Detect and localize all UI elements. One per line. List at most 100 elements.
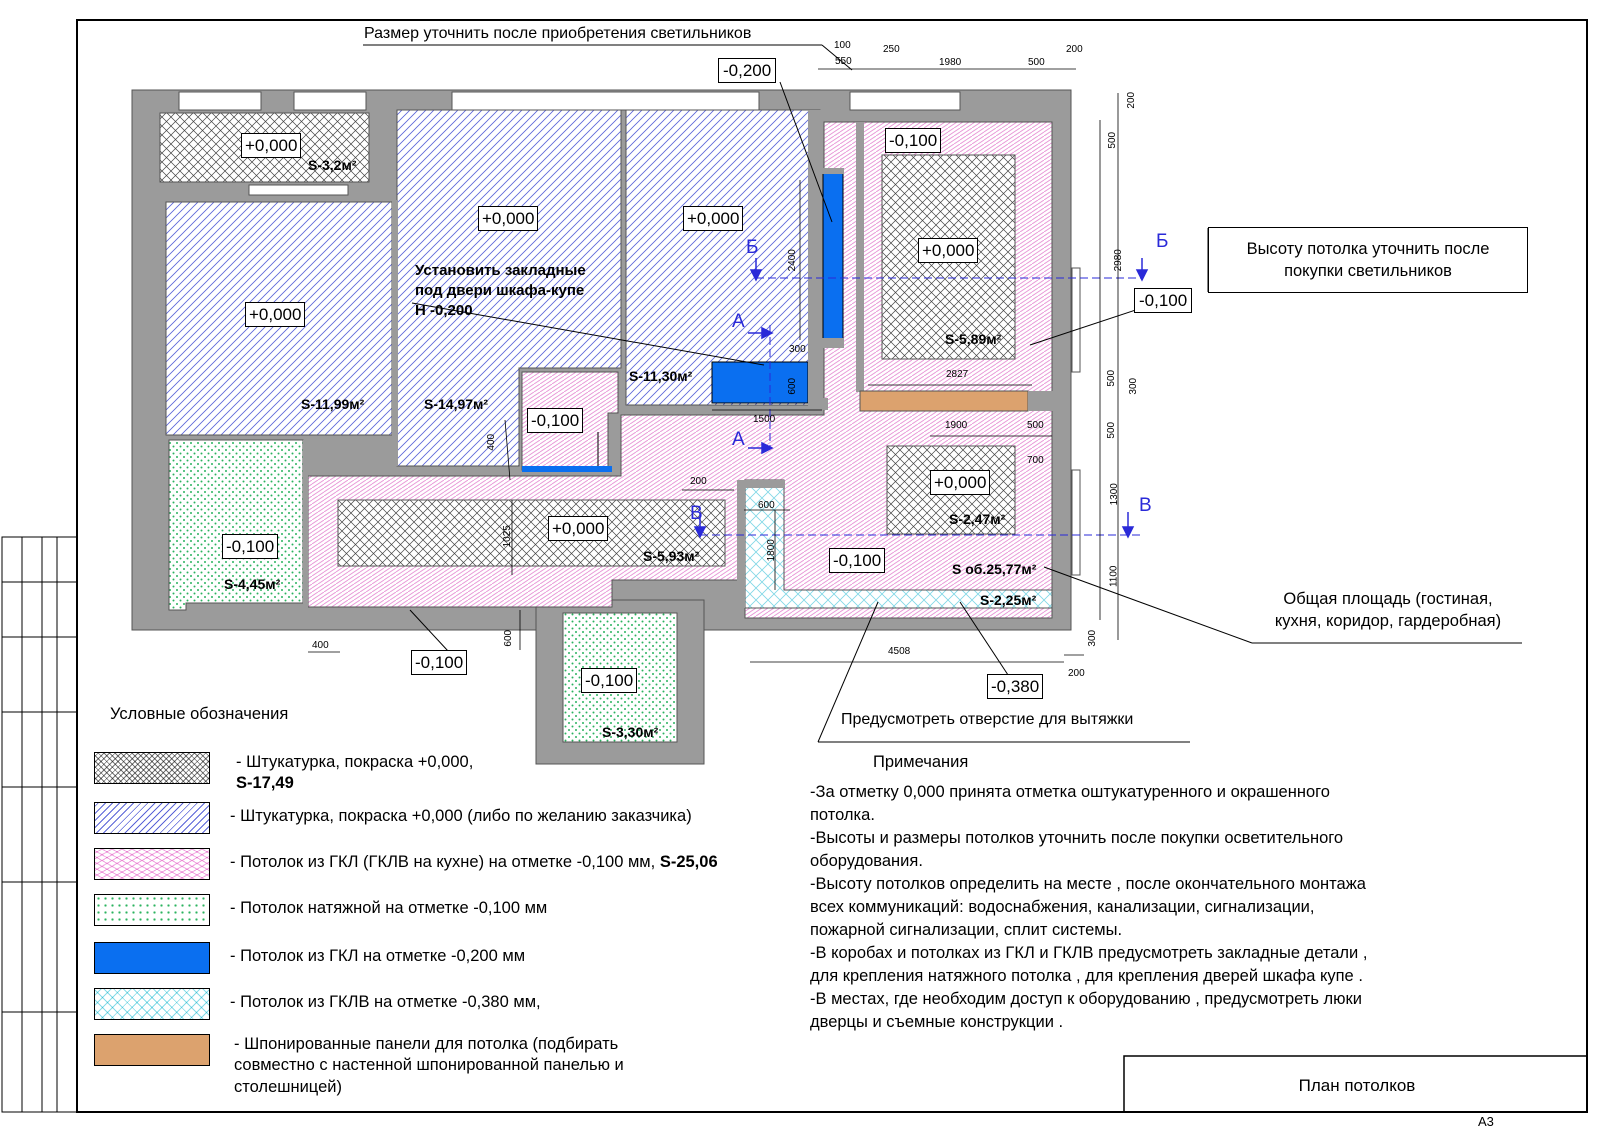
legend-swatch-blue	[94, 942, 210, 974]
dim: 200	[690, 476, 707, 487]
dim: 1900	[945, 420, 968, 431]
level-m100b: -0,100	[527, 408, 584, 434]
dim: 1800	[765, 539, 777, 562]
dim: 500	[1028, 57, 1045, 68]
level-m100f: -0,100	[411, 650, 468, 676]
notes-line: -В коробах и потолках из ГКЛ и ГКЛВ пред…	[810, 944, 1368, 962]
legend-swatch-diag	[94, 802, 210, 834]
area-330: S-3,30м²	[602, 724, 659, 740]
note-total-area: Общая площадь (гостиная, кухня, коридор,…	[1274, 590, 1502, 631]
dim: 500	[1107, 131, 1119, 149]
legend-swatch-gkl	[94, 848, 210, 880]
room-living-corridor	[307, 121, 1053, 619]
level-m100e: -0,100	[222, 534, 279, 560]
zone-ceiling-corridor	[337, 499, 726, 567]
legend-title: Условные обозначения	[110, 705, 289, 723]
notes-title: Примечания	[873, 753, 969, 771]
dim: 2400	[786, 249, 798, 272]
area-1130: S-11,30м²	[629, 368, 693, 384]
section-b-left: Б	[746, 237, 759, 258]
notes-line: оборудования.	[810, 852, 923, 870]
section-v-right: В	[1139, 495, 1152, 516]
area-445: S-4,45м²	[224, 576, 281, 592]
veneer-panel	[859, 390, 1029, 412]
section-a-bottom: А	[732, 429, 745, 450]
level-l1: +0,000	[241, 133, 302, 159]
area-247: S-2,47м²	[949, 511, 1006, 527]
side-stamp	[1, 536, 78, 1113]
legend-swatch-stretch	[94, 894, 210, 926]
area-225: S-2,25м²	[980, 592, 1037, 608]
level-l7: +0,000	[548, 516, 609, 542]
dim: 550	[835, 56, 852, 67]
dim: 2980	[1112, 249, 1124, 272]
section-b-right: Б	[1156, 231, 1169, 252]
level-l5: +0,000	[245, 302, 306, 328]
note-wardrobe-1: Установить закладные	[415, 262, 586, 279]
legend-label: - Штукатурка, покраска +0,000 (либо по ж…	[230, 807, 692, 825]
level-l6: +0,000	[930, 470, 991, 496]
sheet-format: А3	[1478, 1114, 1494, 1129]
dim: 200	[1126, 91, 1138, 109]
legend-swatch-gklv	[94, 988, 210, 1020]
dim: 600	[758, 500, 775, 511]
level-m200: -0,200	[718, 58, 777, 84]
area-593: S-5,93м²	[643, 548, 700, 564]
dim: 100	[834, 40, 851, 51]
dim: 2827	[946, 369, 969, 380]
notes-line: дверцы и съемные конструкции .	[810, 1013, 1064, 1031]
dim: 300	[1087, 629, 1099, 647]
box-gkl-200-horizontal	[711, 361, 809, 404]
section-a-top: А	[732, 311, 745, 332]
dim: 500	[1027, 420, 1044, 431]
legend-label: - Потолок натяжной на отметке -0,100 мм	[230, 899, 548, 917]
dim: 700	[1027, 455, 1044, 466]
notes-line: -За отметку 0,000 принята отметка оштука…	[810, 783, 1330, 801]
legend-label: - Потолок из ГКЛВ на отметке -0,380 мм,	[230, 993, 541, 1011]
area-1199: S-11,99м²	[301, 396, 365, 412]
dim: 500	[1106, 421, 1118, 439]
drawing-title: План потолков	[1298, 1076, 1416, 1095]
legend-swatch-cross	[94, 752, 210, 784]
dim: 1980	[939, 57, 962, 68]
dim: 400	[312, 640, 329, 651]
dim: 1500	[753, 414, 776, 425]
level-m100c: -0,100	[1134, 288, 1193, 314]
dim: 300	[789, 344, 806, 355]
note-exhaust: Предусмотреть отверстие для вытяжки	[841, 711, 1134, 728]
legend-label: - Потолок из ГКЛ на отметке -0,200 мм	[230, 947, 526, 965]
legend-label: - Шпонированные панели для потолка (подб…	[234, 1035, 624, 1096]
level-m100a: -0,100	[885, 128, 942, 154]
notes-line: потолка.	[810, 806, 875, 824]
notes-line: пожарной сигнализации, сплит системы.	[810, 921, 1123, 939]
dim: 500	[1106, 369, 1118, 387]
area-589: S-5,89м²	[945, 331, 1002, 347]
dim: 600	[787, 377, 799, 395]
note-wardrobe-3: Н -0,200	[415, 302, 473, 319]
notes-line: всех коммуникаций: водоснабжения, канали…	[810, 898, 1315, 916]
dim: 200	[1068, 668, 1085, 679]
plan	[131, 89, 1081, 765]
dim: 400	[486, 433, 498, 451]
notes-line: -Высоты и размеры потолков уточнить посл…	[810, 829, 1344, 847]
level-m380: -0,380	[987, 674, 1044, 700]
level-l2: +0,000	[478, 206, 539, 232]
box-gkl-200-vertical	[822, 171, 844, 341]
note-ceiling-height: Высоту потолка уточнить после покупки св…	[1208, 227, 1528, 293]
dim: 200	[1066, 44, 1083, 55]
level-l4: +0,000	[918, 238, 979, 264]
legend-label: - Штукатурка, покраска +0,000, S-17,49	[236, 753, 474, 793]
dim: 300	[1128, 377, 1140, 395]
dim: 1025	[501, 525, 513, 548]
dim: 1300	[1108, 483, 1120, 506]
area-2577: S об.25,77м²	[952, 561, 1037, 577]
notes-line: для крепления натяжного потолка , для кр…	[810, 967, 1363, 985]
area-1497: S-14,97м²	[424, 396, 489, 412]
dim: 250	[883, 44, 900, 55]
legend-label: - Потолок из ГКЛ (ГКЛВ на кухне) на отме…	[230, 853, 718, 871]
note-lamp-size: Размер уточнить после приобретения свети…	[364, 25, 752, 42]
dim: 4508	[888, 646, 911, 657]
level-l3: +0,000	[683, 206, 744, 232]
level-m100d: -0,100	[829, 548, 886, 574]
area-32: S-3,2м²	[308, 157, 357, 173]
